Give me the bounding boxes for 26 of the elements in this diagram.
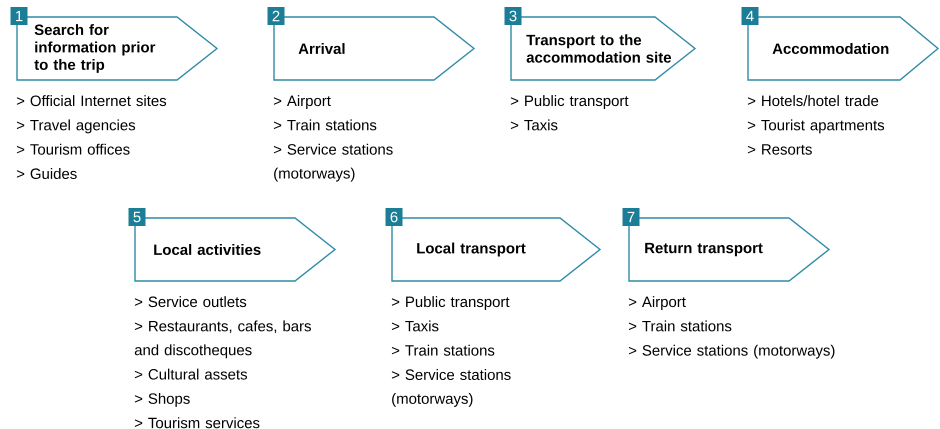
step-number: 7 xyxy=(622,208,640,226)
list-item: > Taxis xyxy=(392,320,438,332)
list-item: > Train stations xyxy=(628,320,732,332)
list-item: > Hotels/hotel trade xyxy=(748,95,878,106)
list-item: > Public transport xyxy=(510,95,628,110)
list-item: > Cultural assets xyxy=(134,368,247,380)
list-item: > Official Internet sites xyxy=(16,95,166,106)
list-item: > Travel agencies xyxy=(16,119,136,134)
list-item: > Service stations (motorways) xyxy=(274,144,393,182)
list-item: > Service stations (motorways) xyxy=(392,369,511,407)
list-item: > Train stations xyxy=(392,344,494,356)
list-item: > Resorts xyxy=(748,144,812,155)
list-item: > Taxis xyxy=(510,119,558,130)
list-item: > Service stations (motorways) xyxy=(628,344,834,359)
list-item: > Airport xyxy=(628,296,686,310)
list-item: > Tourism offices xyxy=(16,144,130,155)
list-item: > Train stations xyxy=(274,119,376,130)
list-item: > Guides xyxy=(16,168,77,179)
list-item: > Tourist apartments xyxy=(748,119,884,134)
step-number: 1 xyxy=(10,7,28,25)
list-item: > Public transport xyxy=(392,296,510,310)
list-item: > Airport xyxy=(274,95,331,110)
list-item: > Tourism services xyxy=(134,417,260,428)
list-item: > Shops xyxy=(134,392,190,407)
list-item: > Restaurants, cafes, bars and discotheques xyxy=(134,320,311,358)
list-item: > Service outlets xyxy=(134,296,246,308)
